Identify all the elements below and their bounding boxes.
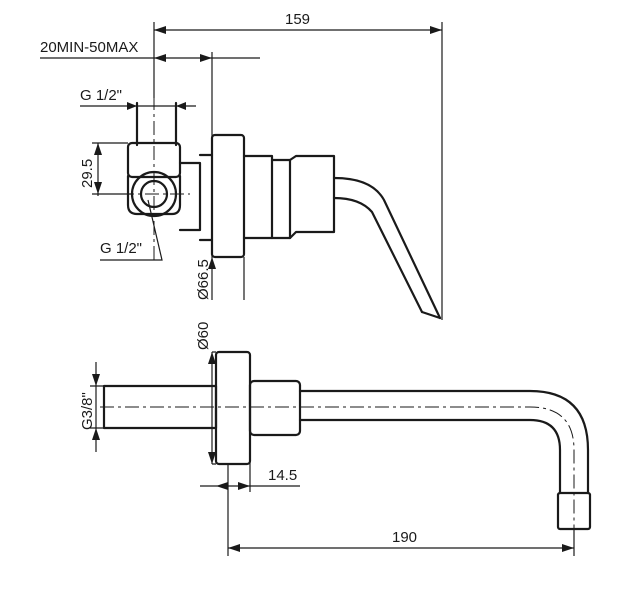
dim-14-5-label: 14.5 xyxy=(268,467,297,484)
lever-arm-tip xyxy=(420,310,442,320)
dim-60-line xyxy=(211,351,216,465)
dim-14-5-arrows xyxy=(216,482,250,490)
bottom-view: Ø60 G3/8" 14.5 190 xyxy=(79,322,592,556)
rosette-plate xyxy=(210,133,246,259)
lever-handle xyxy=(270,154,336,240)
handle-base xyxy=(242,154,274,240)
dim-side-thread-leader xyxy=(100,199,163,261)
dim-60-label: Ø60 xyxy=(195,322,212,350)
lever-arm xyxy=(332,176,442,320)
top-inlet-pipe xyxy=(135,101,178,147)
dim-wall-arrows xyxy=(154,54,212,62)
dim-wall-line xyxy=(40,52,260,135)
dim-190-label: 190 xyxy=(392,529,417,546)
dim-60-arrows xyxy=(208,352,216,464)
dim-top-thread-label: G 1/2" xyxy=(80,87,122,104)
dim-side-thread-label: G 1/2" xyxy=(100,240,142,257)
top-view: 159 20MIN-50MAX G 1/2" 29.5 G 1/2" Ø66.5 xyxy=(40,11,443,320)
dim-g38-label: G3/8" xyxy=(79,392,96,430)
rosette-inner xyxy=(198,153,214,242)
spout-centerline xyxy=(100,406,575,540)
dim-190-line xyxy=(227,464,575,556)
spout-pipe xyxy=(298,389,590,495)
dim-29-5-label: 29.5 xyxy=(79,159,96,188)
dim-159-label: 159 xyxy=(285,11,310,28)
dim-wall-label: 20MIN-50MAX xyxy=(40,39,138,56)
dim-66-5-line xyxy=(211,135,245,300)
dim-159-line xyxy=(153,22,443,320)
dim-66-5-arrows xyxy=(208,257,216,269)
dim-29-5-arrows xyxy=(94,143,102,194)
spout-body xyxy=(248,379,302,437)
dim-66-5-label: Ø66.5 xyxy=(195,259,212,300)
spout-rosette xyxy=(214,350,252,466)
valve-body xyxy=(178,161,202,232)
